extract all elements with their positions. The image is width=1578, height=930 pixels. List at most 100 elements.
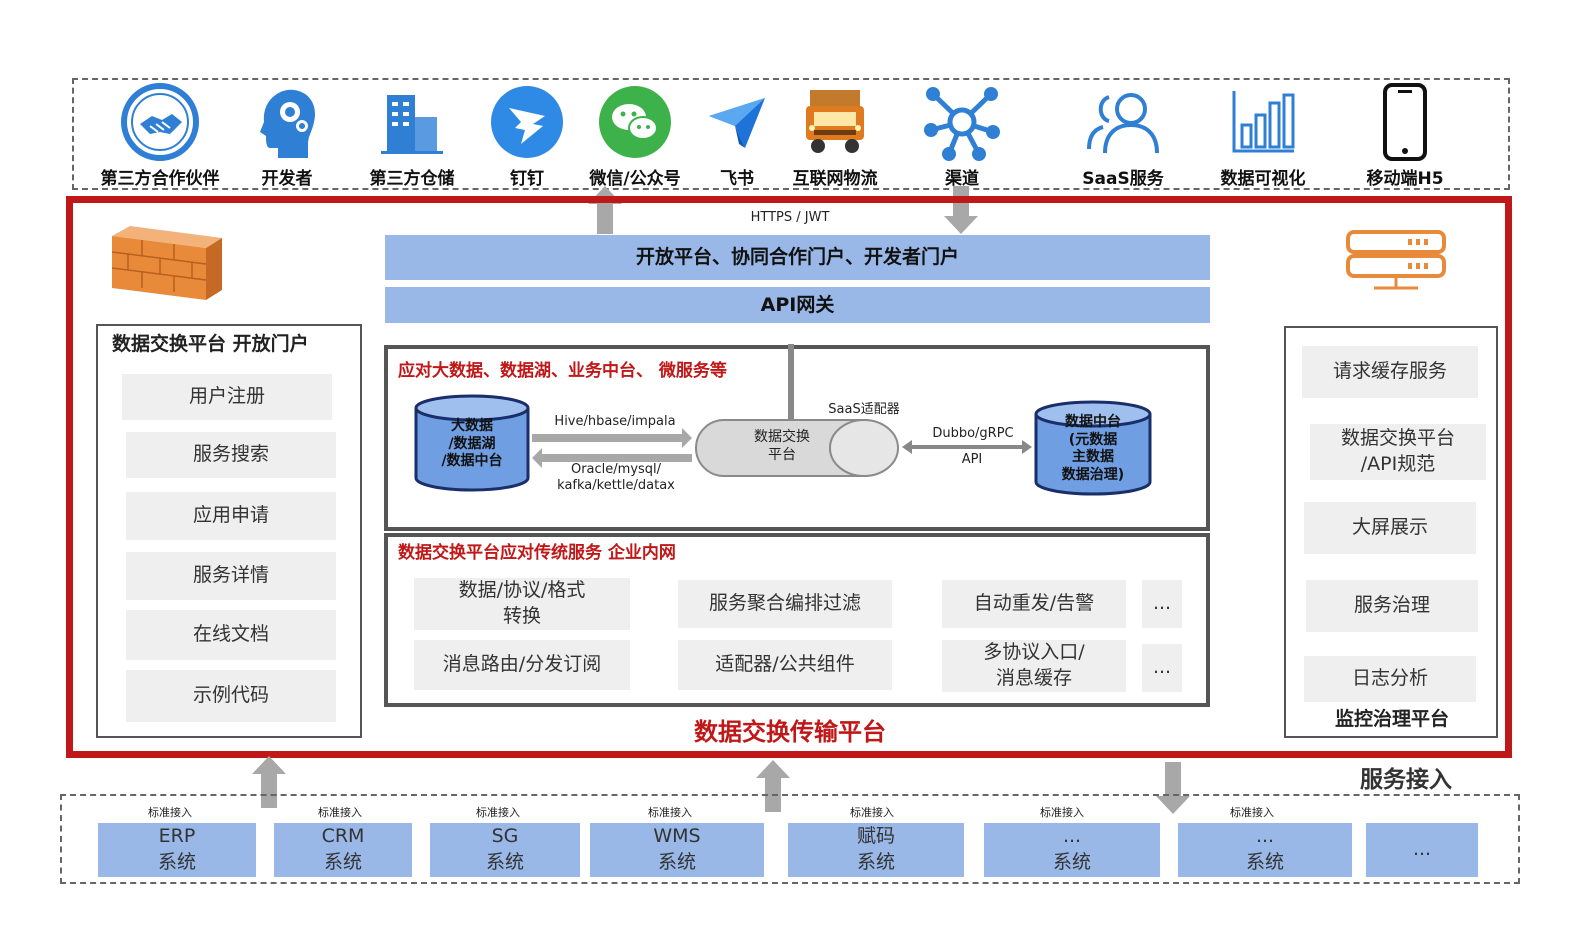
saas-adapter-label: SaaS适配器 [828, 402, 900, 417]
system-wms[interactable]: WMS 系统 [590, 823, 764, 877]
eco-item-saas[interactable]: SaaS服务 [1058, 80, 1188, 190]
eco-label: 数据可视化 [1220, 169, 1306, 189]
data-middle-db-label: 数据中台 (元数据 主数据 数据治理) [1061, 414, 1125, 483]
eco-item-channel[interactable]: 渠道 [897, 80, 1027, 190]
server-icon [1344, 230, 1448, 296]
api-gateway-bar[interactable]: API网关 [385, 287, 1210, 323]
eco-item-warehouse[interactable]: 第三方仓储 [347, 80, 477, 190]
std-access-label: 标准接入 [476, 806, 520, 819]
data-middle-db-icon [1032, 400, 1154, 502]
system-name: ... [1412, 838, 1432, 861]
portal-item-docs[interactable]: 在线文档 [126, 610, 336, 660]
system-name: ERP [158, 825, 196, 848]
service-chip-multiprotocol[interactable]: 多协议入口/ 消息缓存 [942, 640, 1126, 692]
api-label: API [961, 452, 983, 467]
system-suffix: 系统 [1245, 851, 1284, 873]
system-suffix: 系统 [1052, 851, 1091, 873]
portal-panel-title: 数据交换平台 开放门户 [112, 333, 309, 355]
eco-item-wechat[interactable]: 微信/公众号 [570, 80, 700, 190]
arrow-down-icon [944, 186, 978, 234]
system-other[interactable]: ... 系统 [984, 823, 1160, 877]
eco-item-dingtalk[interactable]: 钉钉 [462, 80, 592, 190]
monitor-panel-footer: 监控治理平台 [1334, 708, 1449, 730]
system-name: SG [491, 825, 519, 848]
exchange-platform-icon [694, 418, 906, 482]
portal-item-search[interactable]: 服务搜索 [126, 432, 336, 478]
portal-item-detail[interactable]: 服务详情 [126, 552, 336, 600]
mobile-phone-icon [1340, 82, 1470, 162]
platform-title: 数据交换传输平台 [694, 718, 886, 746]
service-chip-routing[interactable]: 消息路由/分发订阅 [414, 640, 630, 690]
eco-item-partner[interactable]: 第三方合作伙伴 [95, 80, 225, 190]
eco-item-visualization[interactable]: 数据可视化 [1198, 80, 1328, 190]
bigdata-section-title: 应对大数据、数据湖、业务中台、 微服务等 [398, 361, 727, 381]
platform-frame [66, 196, 1512, 758]
eco-label: 微信/公众号 [589, 169, 681, 189]
service-chip-adapter[interactable]: 适配器/公共组件 [678, 640, 892, 690]
handshake-icon [95, 82, 225, 162]
system-name: ... [1062, 825, 1082, 848]
monitor-item-screen[interactable]: 大屏展示 [1304, 502, 1476, 554]
eco-label: 互联网物流 [792, 169, 878, 189]
connector-line [788, 344, 794, 420]
std-access-label: 标准接入 [648, 806, 692, 819]
eco-label: 第三方合作伙伴 [100, 169, 220, 189]
portal-item-sample[interactable]: 示例代码 [126, 670, 336, 722]
system-more[interactable]: ... [1366, 823, 1478, 877]
protocol-label: HTTPS / JWT [750, 210, 830, 225]
portal-item-apply[interactable]: 应用申请 [126, 492, 336, 540]
service-chip-more[interactable]: ... [1142, 580, 1182, 628]
system-suffix: 系统 [657, 851, 696, 873]
std-access-label: 标准接入 [318, 806, 362, 819]
system-name: CRM [321, 825, 365, 848]
portal-bar[interactable]: 开放平台、协同合作门户、开发者门户 [385, 235, 1210, 280]
system-name: WMS [653, 825, 701, 848]
developer-head-icon [222, 82, 352, 162]
service-chip-aggregation[interactable]: 服务聚合编排过滤 [678, 580, 892, 628]
system-erp[interactable]: ERP 系统 [98, 823, 256, 877]
arrow-up-icon [756, 760, 790, 812]
service-chip-more[interactable]: ... [1142, 644, 1182, 692]
hive-label: Hive/hbase/impala [554, 414, 676, 429]
system-other[interactable]: ... 系统 [1178, 823, 1352, 877]
system-crm[interactable]: CRM 系统 [274, 823, 412, 877]
dubbo-label: Dubbo/gRPC [932, 426, 1014, 441]
portal-item-register[interactable]: 用户注册 [122, 374, 332, 420]
monitor-item-log[interactable]: 日志分析 [1304, 656, 1476, 702]
monitor-item-governance[interactable]: 服务治理 [1306, 580, 1478, 632]
bigdata-db-label: 大数据 /数据湖 /数据中台 [441, 418, 503, 469]
network-hub-icon [897, 82, 1027, 162]
feishu-icon [672, 82, 802, 162]
bigdata-db-icon [412, 394, 532, 498]
eco-label: 开发者 [261, 169, 313, 189]
eco-label: 渠道 [945, 169, 979, 189]
monitor-item-api-spec[interactable]: 数据交换平台 /API规范 [1310, 424, 1486, 480]
system-suffix: 系统 [323, 851, 362, 873]
eco-item-developer[interactable]: 开发者 [222, 80, 352, 190]
eco-label: SaaS服务 [1082, 169, 1164, 189]
system-name: 赋码 [856, 825, 895, 848]
monitor-item-cache[interactable]: 请求缓存服务 [1302, 346, 1478, 398]
dingtalk-icon [462, 82, 592, 162]
eco-item-mobile[interactable]: 移动端H5 [1340, 80, 1470, 190]
eco-label: 第三方仓储 [369, 169, 455, 189]
bar-chart-icon [1198, 82, 1328, 162]
access-frame [60, 794, 1520, 884]
system-sg[interactable]: SG 系统 [430, 823, 580, 877]
ecosystem-frame [72, 78, 1510, 190]
data-flow-arrows-icon [532, 428, 692, 468]
firewall-icon [111, 226, 224, 304]
arrow-up-icon [252, 756, 286, 808]
truck-icon [770, 82, 900, 162]
access-label: 服务接入 [1360, 767, 1452, 793]
system-coding[interactable]: 赋码 系统 [788, 823, 964, 877]
std-access-label: 标准接入 [1230, 806, 1274, 819]
service-chip-conversion[interactable]: 数据/协议/格式 转换 [414, 578, 630, 630]
arrow-down-icon [1156, 762, 1190, 814]
users-icon [1058, 82, 1188, 162]
building-icon [347, 82, 477, 162]
system-name: ... [1255, 825, 1275, 848]
service-chip-retry[interactable]: 自动重发/告警 [942, 580, 1126, 628]
eco-item-feishu[interactable]: 飞书 [672, 80, 802, 190]
eco-item-logistics[interactable]: 互联网物流 [770, 80, 900, 190]
